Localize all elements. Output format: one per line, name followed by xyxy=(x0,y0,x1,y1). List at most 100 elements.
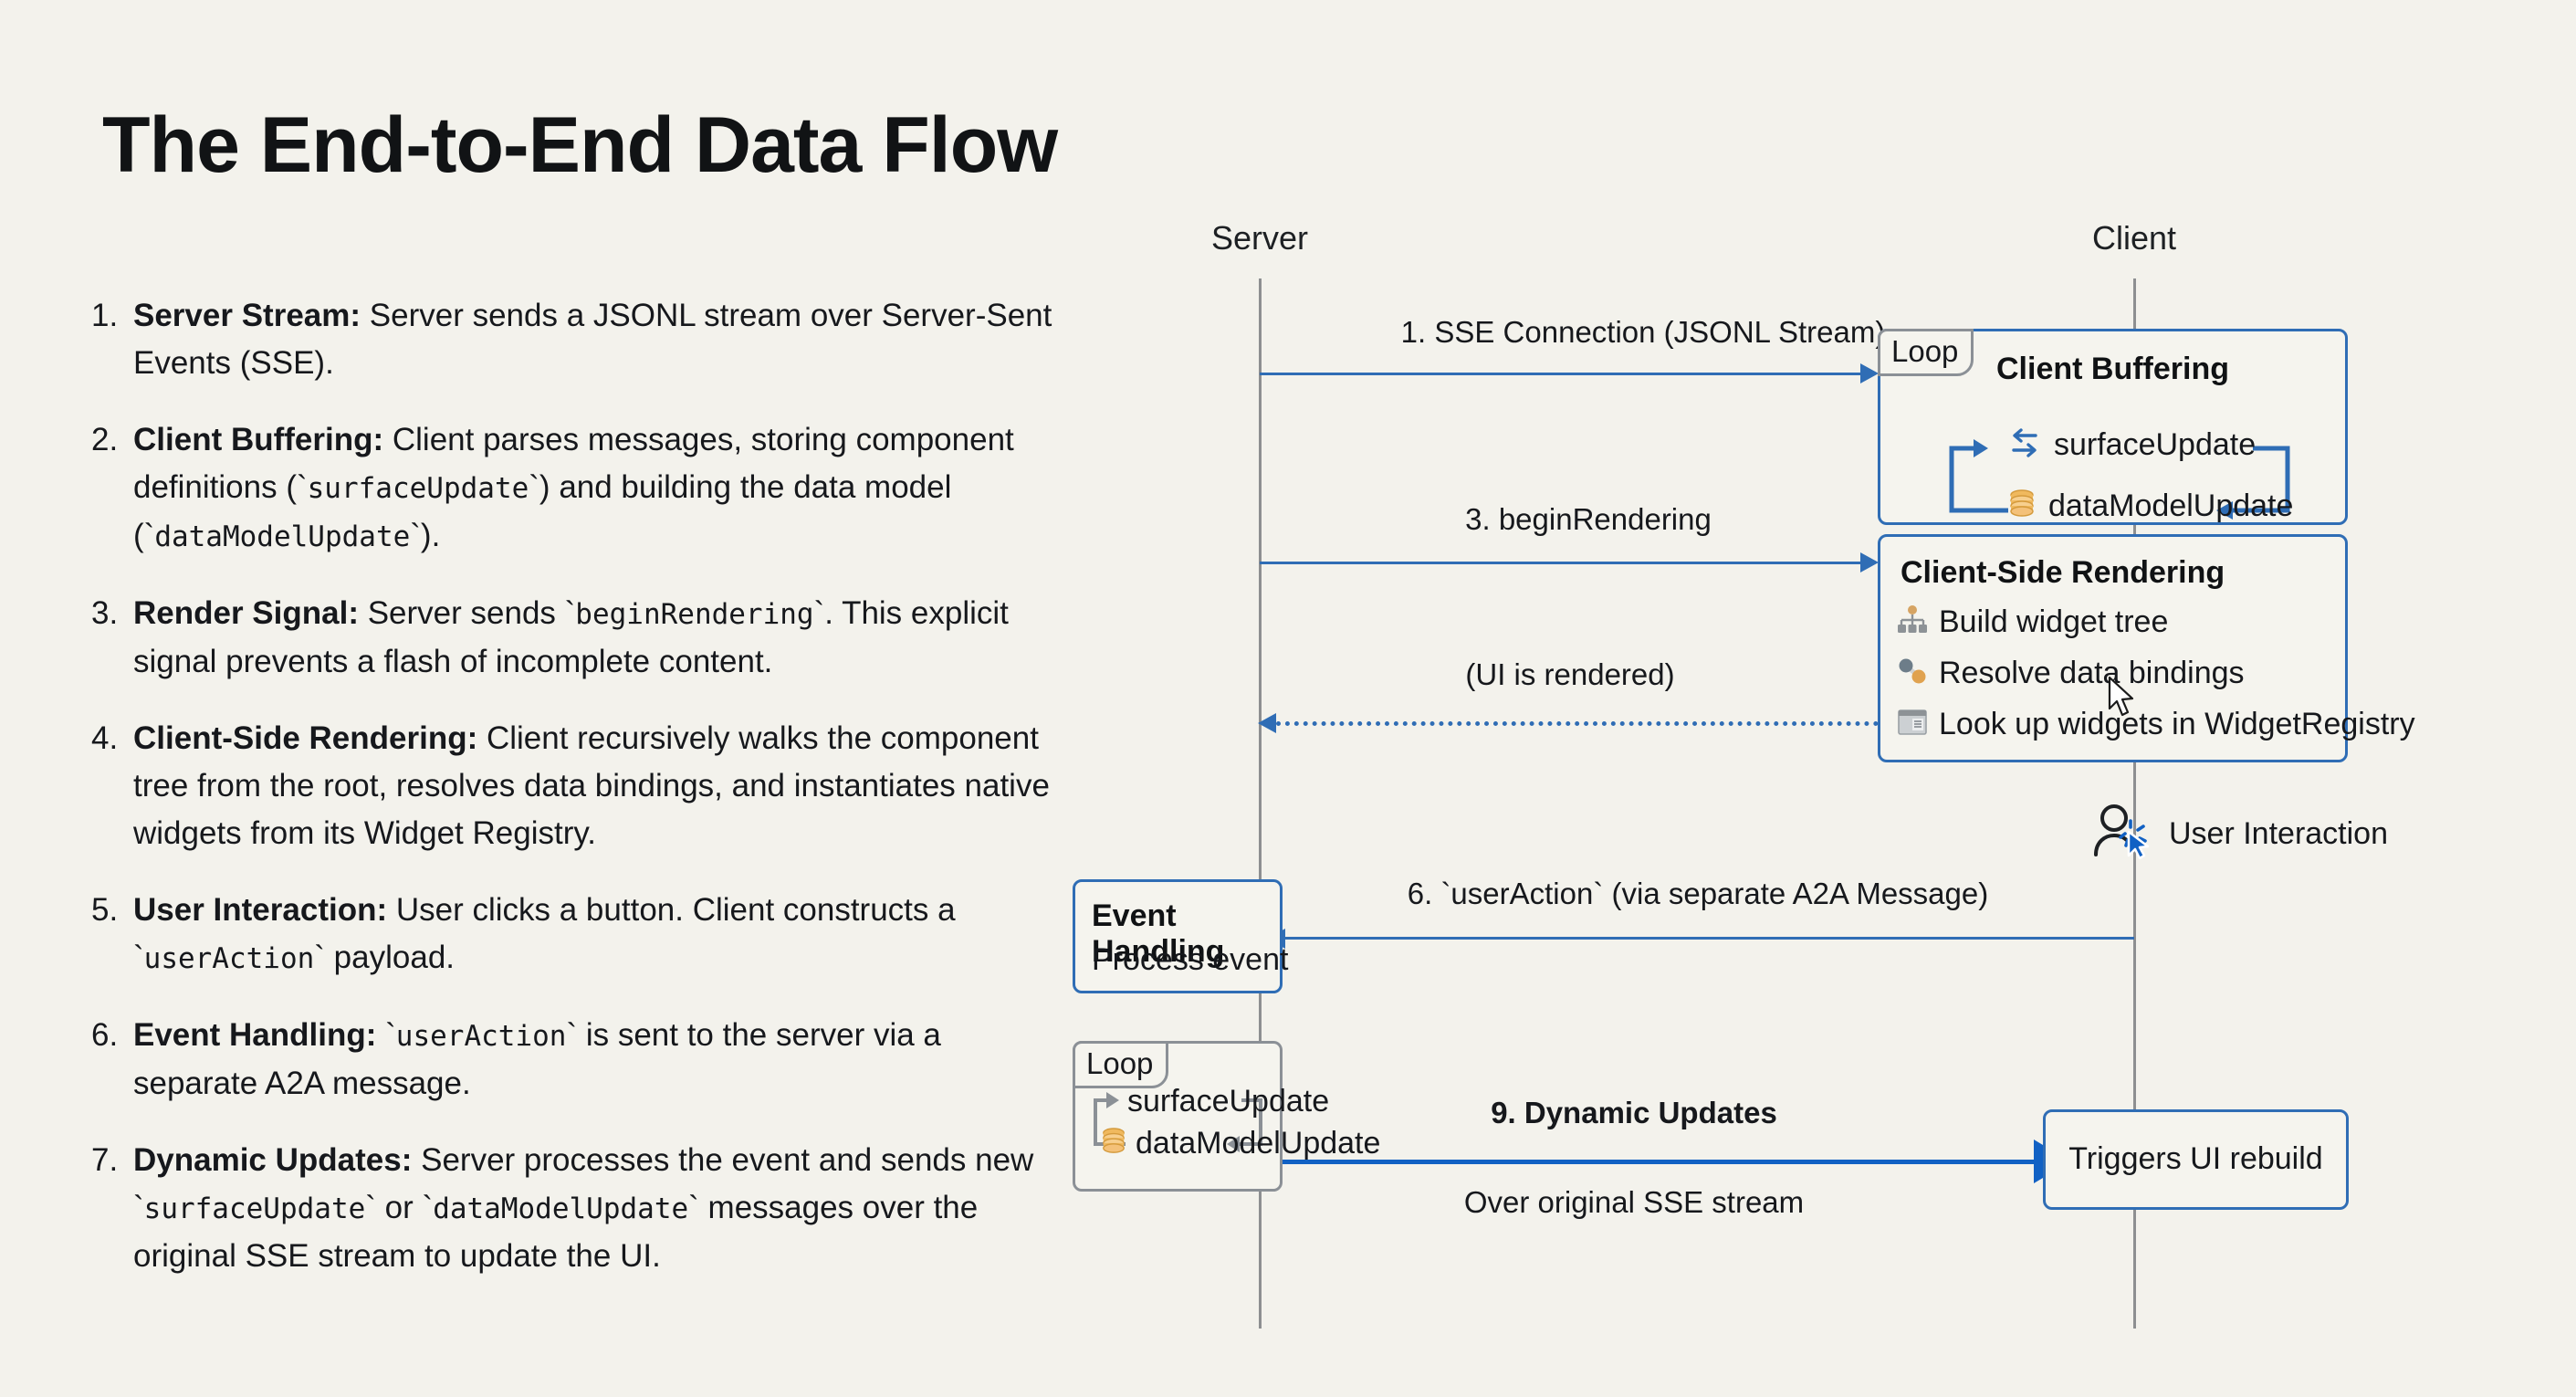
step-body: Client-Side Rendering: Client recursivel… xyxy=(133,715,1068,857)
server-loop-item-2: dataModelUpdate xyxy=(1101,1126,1380,1161)
server-loop-item-label: surfaceUpdate xyxy=(1127,1084,1330,1119)
step-body: Dynamic Updates: Server processes the ev… xyxy=(133,1137,1068,1280)
registry-card-icon xyxy=(1897,707,1928,742)
message-label-ui-rendered: (UI is rendered) xyxy=(1465,657,1675,691)
step-text: ` xyxy=(376,1017,396,1053)
list-item: 6. Event Handling: `userAction` is sent … xyxy=(91,1012,1068,1108)
step-text: ` or ` xyxy=(365,1190,434,1225)
message-arrowhead-ui-rendered xyxy=(1258,713,1276,733)
lifeline-client xyxy=(2133,278,2136,1329)
step-title: Render Signal: xyxy=(133,595,359,631)
user-click-icon xyxy=(2090,804,2156,865)
step-text: `. This explicit signal prevents a flash… xyxy=(133,595,1009,679)
step-number: 2. xyxy=(91,422,119,457)
client-buffering-title: Client Buffering xyxy=(1996,352,2229,386)
code-token: userAction xyxy=(143,942,315,975)
code-token: dataModelUpdate xyxy=(154,520,411,553)
message-sublabel-9: Over original SSE stream xyxy=(1463,1185,1805,1219)
user-interaction-group: User Interaction xyxy=(2090,804,2388,865)
step-body: Client Buffering: Client parses messages… xyxy=(133,416,1068,561)
message-line-9 xyxy=(1283,1160,2036,1164)
list-item: 3. Render Signal: Server sends `beginRen… xyxy=(91,590,1068,686)
client-buffering-item-label: dataModelUpdate xyxy=(2048,488,2294,523)
server-loop-item-label: dataModelUpdate xyxy=(1136,1126,1381,1161)
csr-item-2: Resolve data bindings xyxy=(1897,656,2245,691)
client-side-rendering-box: Client-Side Rendering Build widget tree xyxy=(1878,534,2415,762)
step-text: Server processes the event and sends new… xyxy=(133,1142,1034,1225)
message-label-9: 9. Dynamic Updates xyxy=(1491,1096,1777,1129)
lifeline-server xyxy=(1259,278,1262,1329)
message-line-3 xyxy=(1260,562,1862,564)
step-title: Server Stream: xyxy=(133,298,361,333)
message-line-1 xyxy=(1260,373,1862,375)
step-text: ` messages over the original SSE stream … xyxy=(133,1190,979,1274)
step-number: 4. xyxy=(91,720,119,756)
client-buffering-item-1: surfaceUpdate xyxy=(2008,427,2256,463)
step-text: Server sends a JSONL stream over Server-… xyxy=(133,298,1052,381)
step-text: Client recursively walks the component t… xyxy=(133,720,1050,851)
message-label-1: 1. SSE Connection (JSONL Stream) xyxy=(1400,315,1886,349)
code-token: userAction xyxy=(395,1020,567,1053)
step-number: 7. xyxy=(91,1142,119,1178)
step-number: 6. xyxy=(91,1017,119,1053)
csr-item-label: Resolve data bindings xyxy=(1939,656,2245,690)
step-text: Server sends ` xyxy=(358,595,576,631)
step-title: Dynamic Updates: xyxy=(133,1142,413,1178)
code-token: dataModelUpdate xyxy=(433,1192,689,1225)
code-token: surfaceUpdate xyxy=(307,472,529,505)
step-number: 1. xyxy=(91,298,119,333)
csr-item-1: Build widget tree xyxy=(1897,604,2168,640)
step-text: ` payload. xyxy=(314,940,456,975)
event-handling-box: Event Handling Process event xyxy=(1073,879,1288,993)
event-handling-title: Event Handling xyxy=(1092,898,1225,969)
database-icon xyxy=(2008,488,2036,524)
loop-tag: Loop xyxy=(1878,329,1974,376)
step-title: Client Buffering: xyxy=(133,422,384,457)
link-nodes-icon xyxy=(1897,656,1928,691)
list-item: 2. Client Buffering: Client parses messa… xyxy=(91,416,1068,561)
client-buffering-item-label: surfaceUpdate xyxy=(2054,427,2257,462)
csr-item-label: Look up widgets in WidgetRegistry xyxy=(1939,707,2415,741)
step-number: 5. xyxy=(91,892,119,928)
message-arrowhead-1 xyxy=(1860,363,1879,383)
list-item: 1. Server Stream: Server sends a JSONL s… xyxy=(91,292,1068,387)
csr-item-label: Build widget tree xyxy=(1939,604,2169,639)
step-title: Event Handling: xyxy=(133,1017,377,1053)
message-arrowhead-3 xyxy=(1860,552,1879,572)
step-text: `). xyxy=(410,518,441,553)
code-token: surfaceUpdate xyxy=(143,1192,366,1225)
message-label-3: 3. beginRendering xyxy=(1465,502,1712,536)
client-side-rendering-title: Client-Side Rendering xyxy=(1901,555,2225,590)
step-text: Client parses messages, storing componen… xyxy=(133,422,1014,505)
page-title: The End-to-End Data Flow xyxy=(102,101,1058,189)
triggers-ui-rebuild-box: Triggers UI rebuild xyxy=(2043,1109,2349,1210)
step-body: Render Signal: Server sends `beginRender… xyxy=(133,590,1068,686)
step-body: Event Handling: `userAction` is sent to … xyxy=(133,1012,1068,1108)
list-item: 5. User Interaction: User clicks a butto… xyxy=(91,887,1068,982)
list-item: 7. Dynamic Updates: Server processes the… xyxy=(91,1137,1068,1280)
step-text: User clicks a button. Client constructs … xyxy=(133,892,956,975)
loop-tag: Loop xyxy=(1073,1041,1169,1088)
user-interaction-label: User Interaction xyxy=(2169,816,2388,851)
step-title: User Interaction: xyxy=(133,892,388,928)
message-line-ui-rendered xyxy=(1276,721,1879,726)
steps-list: 1. Server Stream: Server sends a JSONL s… xyxy=(91,292,1068,1309)
list-item: 4. Client-Side Rendering: Client recursi… xyxy=(91,715,1068,857)
step-body: User Interaction: User clicks a button. … xyxy=(133,887,1068,982)
sequence-diagram: Server Client 1. SSE Connection (JSONL S… xyxy=(1073,219,2538,1360)
client-buffering-box: Loop Client Buffering surfaceUpdate xyxy=(1878,329,2348,525)
client-buffering-item-2: dataModelUpdate xyxy=(2008,488,2293,524)
hierarchy-icon xyxy=(1897,604,1928,640)
lifeline-label-server: Server xyxy=(1210,219,1309,257)
exchange-icon xyxy=(2008,427,2041,463)
step-body: Server Stream: Server sends a JSONL stre… xyxy=(133,292,1068,387)
triggers-ui-rebuild-label: Triggers UI rebuild xyxy=(2068,1141,2323,1176)
step-number: 3. xyxy=(91,595,119,631)
message-label-6: 6. `userAction` (via separate A2A Messag… xyxy=(1407,877,1989,910)
step-text: ` is sent to the server via a separate A… xyxy=(133,1017,941,1101)
server-loop-box: Loop surfaceUpdate xyxy=(1073,1041,1380,1192)
database-icon xyxy=(1101,1127,1126,1161)
event-handling-subtitle: Process event xyxy=(1092,942,1289,977)
lifeline-label-client: Client xyxy=(2091,219,2177,257)
